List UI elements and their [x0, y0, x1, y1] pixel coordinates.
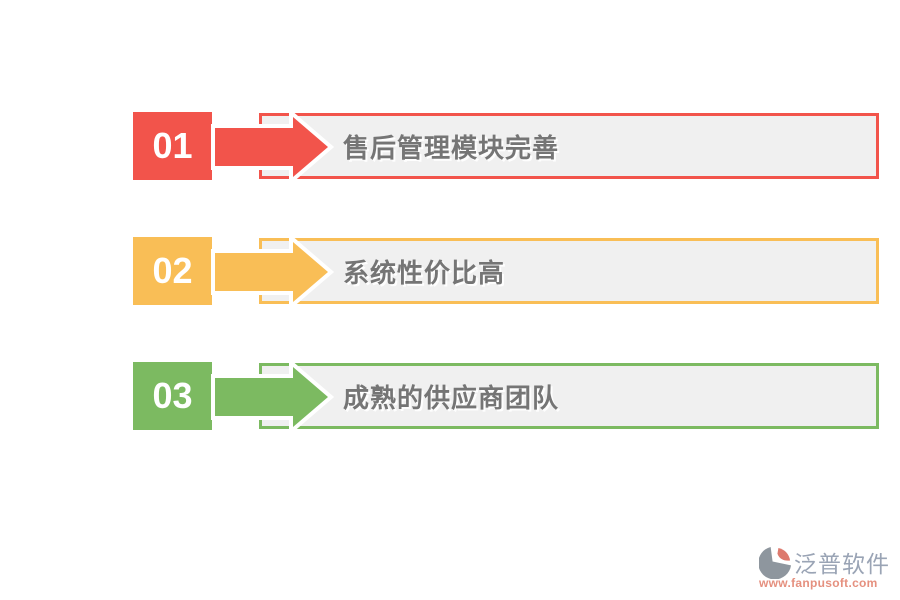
step-number-badge: 02 — [133, 237, 212, 305]
brand-url: www.fanpusoft.com — [759, 576, 878, 590]
fanpu-logo-icon — [759, 546, 792, 579]
feature-box: 售后管理模块完善 — [259, 113, 879, 179]
feature-label: 系统性价比高 — [343, 257, 506, 288]
feature-box: 系统性价比高 — [259, 238, 879, 304]
right-arrow-icon — [211, 358, 335, 434]
brand-footer: 泛普软件 www.fanpusoft.com — [759, 545, 893, 590]
step-number-badge: 01 — [133, 112, 212, 180]
right-arrow-icon — [211, 233, 335, 309]
feature-row-3: 03 成熟的供应商团队 — [0, 358, 900, 434]
feature-row-2: 02 系统性价比高 — [0, 233, 900, 309]
feature-row-1: 01 售后管理模块完善 — [0, 108, 900, 184]
step-number-badge: 03 — [133, 362, 212, 430]
brand-name: 泛普软件 — [794, 551, 890, 577]
feature-label: 成熟的供应商团队 — [343, 382, 560, 413]
feature-box: 成熟的供应商团队 — [259, 363, 879, 429]
feature-label: 售后管理模块完善 — [343, 132, 560, 163]
right-arrow-icon — [211, 108, 335, 184]
